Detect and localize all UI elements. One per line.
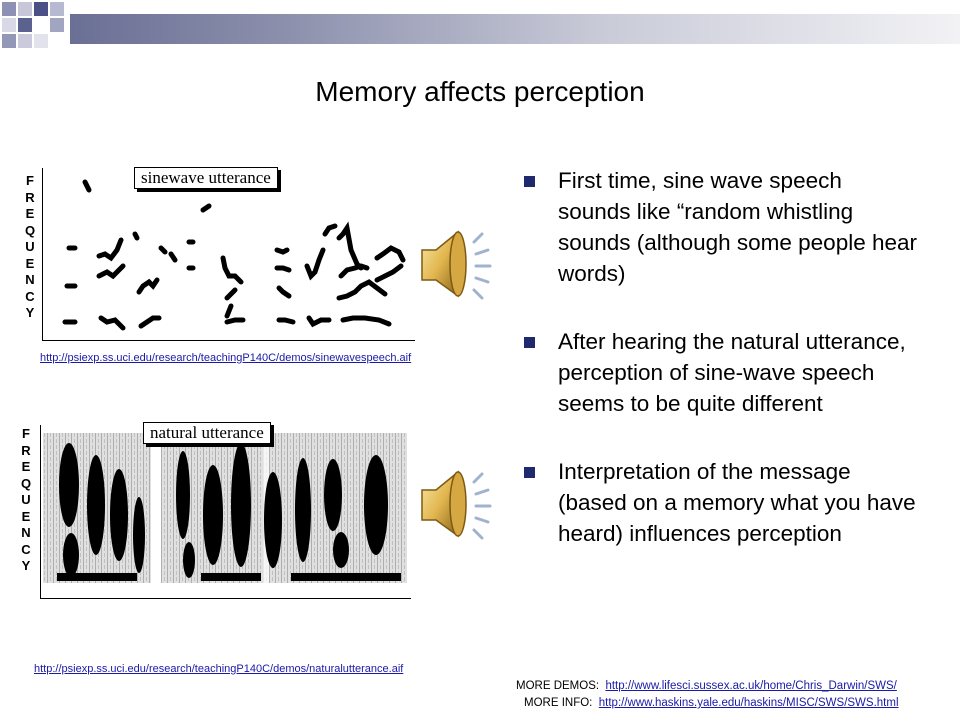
decor-square — [18, 18, 32, 32]
axis-letter: N — [25, 272, 35, 287]
decor-square — [18, 2, 32, 16]
axis-letter: Y — [21, 558, 31, 573]
bullet-text: First time, sine wave speech sounds like… — [558, 168, 918, 286]
bullet-item: Interpretation of the message (based on … — [520, 456, 920, 549]
axis-letter: R — [21, 442, 31, 458]
axis-letter: E — [25, 206, 35, 221]
sinewave-plot — [42, 168, 415, 341]
bullet-item: After hearing the natural utterance, per… — [520, 326, 920, 419]
natural-utterance-caption: natural utterance — [143, 422, 271, 444]
square-bullet-icon — [524, 337, 535, 348]
axis-letter: U — [25, 239, 35, 254]
decor-square — [2, 18, 16, 32]
more-demos-line: MORE DEMOS: http://www.lifesci.sussex.ac… — [516, 680, 897, 692]
bullet-text: After hearing the natural utterance, per… — [558, 329, 906, 416]
natural-plot — [40, 425, 411, 599]
header-gradient-bar — [70, 14, 960, 44]
axis-letter: C — [21, 541, 31, 557]
slide-title: Memory affects perception — [315, 76, 645, 107]
axis-letter: E — [21, 508, 31, 524]
sinewave-spectrogram — [62, 179, 406, 331]
decor-square — [18, 34, 32, 48]
axis-letter: R — [25, 189, 35, 205]
axis-letter: E — [25, 255, 35, 271]
more-info-line: MORE INFO: http://www.haskins.yale.edu/h… — [524, 697, 899, 709]
axis-letter: C — [25, 288, 35, 304]
decor-square — [2, 2, 16, 16]
bullet-text: Interpretation of the message (based on … — [558, 459, 916, 546]
sinewave-utterance-caption: sinewave utterance — [134, 167, 278, 189]
decor-square — [2, 34, 16, 48]
axis-letter: Q — [24, 222, 36, 238]
axis-letter: Q — [20, 475, 32, 491]
bullet-list: First time, sine wave speech sounds like… — [520, 165, 920, 586]
natural-spectrogram — [43, 433, 407, 583]
more-info-label: MORE INFO: — [524, 697, 593, 709]
axis-letter: F — [22, 426, 30, 441]
decor-square — [50, 18, 64, 32]
bullet-item: First time, sine wave speech sounds like… — [520, 165, 920, 289]
header-decoration — [0, 0, 960, 60]
more-info-link[interactable]: http://www.haskins.yale.edu/haskins/MISC… — [598, 697, 899, 709]
axis-letter: E — [21, 459, 31, 474]
speaker-icon[interactable] — [418, 226, 494, 309]
axis-letter: Y — [25, 305, 35, 320]
more-demos-link[interactable]: http://www.lifesci.sussex.ac.uk/home/Chr… — [605, 680, 897, 692]
decor-square — [34, 34, 48, 48]
sinewave-audio-link[interactable]: http://psiexp.ss.uci.edu/research/teachi… — [40, 352, 412, 364]
axis-letter: F — [26, 173, 34, 188]
natural-audio-link[interactable]: http://psiexp.ss.uci.edu/research/teachi… — [34, 663, 404, 675]
axis-letter: N — [21, 525, 31, 540]
decor-square — [34, 2, 48, 16]
decor-square — [50, 2, 64, 16]
square-bullet-icon — [524, 467, 535, 478]
square-bullet-icon — [524, 176, 535, 187]
more-demos-label: MORE DEMOS: — [516, 680, 600, 692]
axis-letter: U — [21, 492, 31, 507]
speaker-icon[interactable] — [418, 466, 494, 549]
